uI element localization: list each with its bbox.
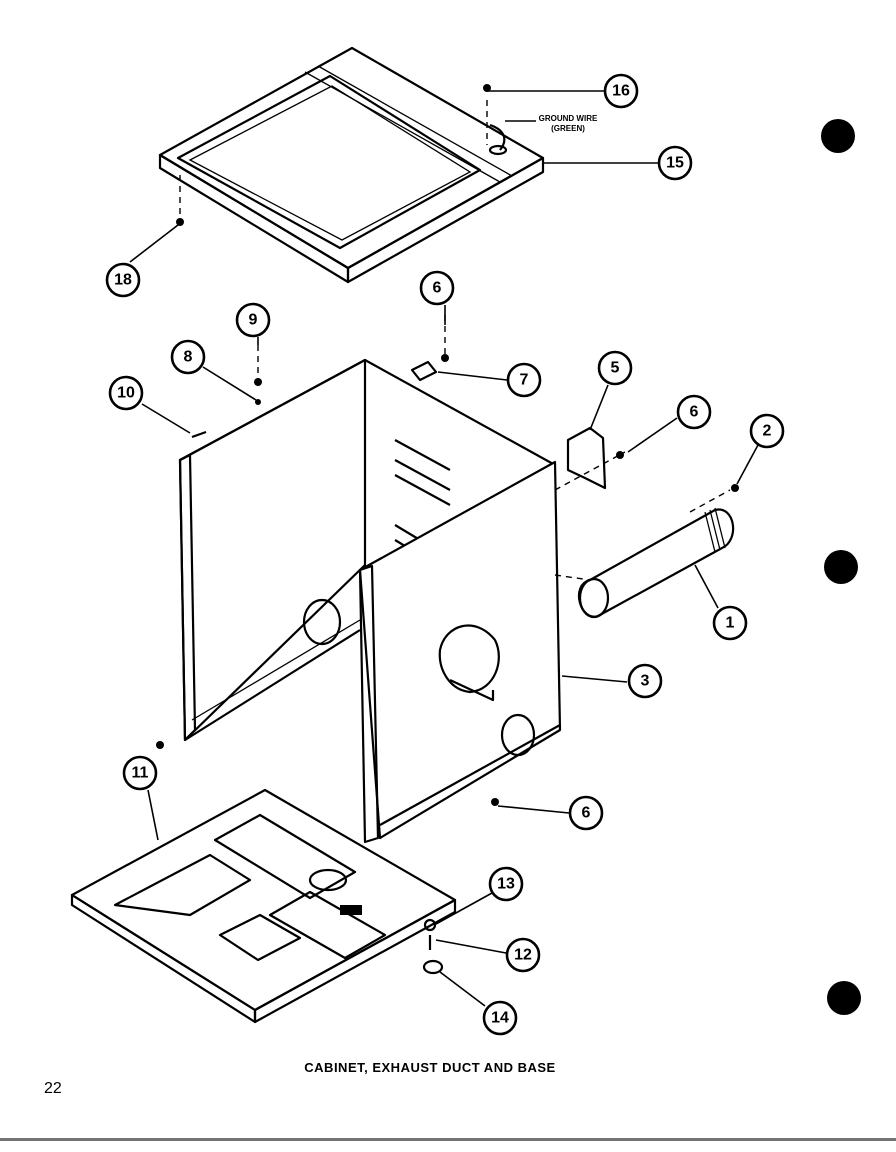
svg-text:10: 10: [117, 385, 135, 402]
binder-hole-middle: [824, 550, 858, 584]
callout-7: 7: [506, 362, 542, 398]
callout-6-bottom: 6: [568, 795, 604, 831]
callout-13: 13: [488, 866, 524, 902]
exhaust-duct: [578, 507, 735, 619]
callout-15: 15: [657, 145, 693, 181]
svg-text:18: 18: [114, 272, 132, 289]
callout-5: 5: [597, 350, 633, 386]
cabinet: [178, 358, 562, 844]
callout-11: 11: [122, 755, 158, 791]
callout-12: 12: [505, 937, 541, 973]
callout-14: 14: [482, 1000, 518, 1036]
screw-18: [176, 175, 184, 226]
svg-text:6: 6: [433, 280, 442, 297]
binder-hole-bottom: [827, 981, 861, 1015]
callout-10: 10: [108, 375, 144, 411]
svg-text:8: 8: [184, 349, 193, 366]
page-number: 22: [44, 1080, 62, 1097]
svg-text:12: 12: [514, 947, 532, 964]
diagram-caption: CABINET, EXHAUST DUCT AND BASE: [304, 1060, 556, 1075]
svg-text:9: 9: [249, 312, 258, 329]
svg-text:11: 11: [132, 765, 149, 782]
svg-text:5: 5: [611, 360, 620, 377]
ground-wire-label-1: GROUND WIRE: [539, 114, 598, 123]
ground-wire-assembly: [483, 84, 508, 156]
callout-16: 16: [603, 73, 639, 109]
binder-hole-top: [821, 119, 855, 153]
callout-2: 2: [749, 413, 785, 449]
svg-text:6: 6: [582, 805, 591, 822]
callout-6-top: 6: [419, 270, 455, 306]
callout-18: 18: [105, 262, 141, 298]
callout-8: 8: [170, 339, 206, 375]
svg-text:14: 14: [491, 1010, 509, 1027]
callout-3: 3: [627, 663, 663, 699]
svg-text:15: 15: [666, 155, 684, 172]
bracket-7: [410, 360, 438, 382]
top-panel: [158, 46, 545, 284]
svg-text:2: 2: [763, 423, 772, 440]
access-panel-5: [566, 426, 607, 490]
scan-edge: [0, 1138, 896, 1141]
ground-wire-label-2: (GREEN): [551, 124, 585, 133]
svg-text:3: 3: [641, 673, 650, 690]
callout-6-panel: 6: [676, 394, 712, 430]
leveling-foot: [422, 918, 444, 975]
svg-text:6: 6: [690, 404, 699, 421]
base-pan: [70, 788, 457, 1024]
callout-9: 9: [235, 302, 271, 338]
svg-text:7: 7: [520, 372, 529, 389]
svg-text:1: 1: [726, 615, 735, 632]
callout-1: 1: [712, 605, 748, 641]
svg-text:13: 13: [497, 876, 515, 893]
svg-text:16: 16: [612, 83, 630, 100]
